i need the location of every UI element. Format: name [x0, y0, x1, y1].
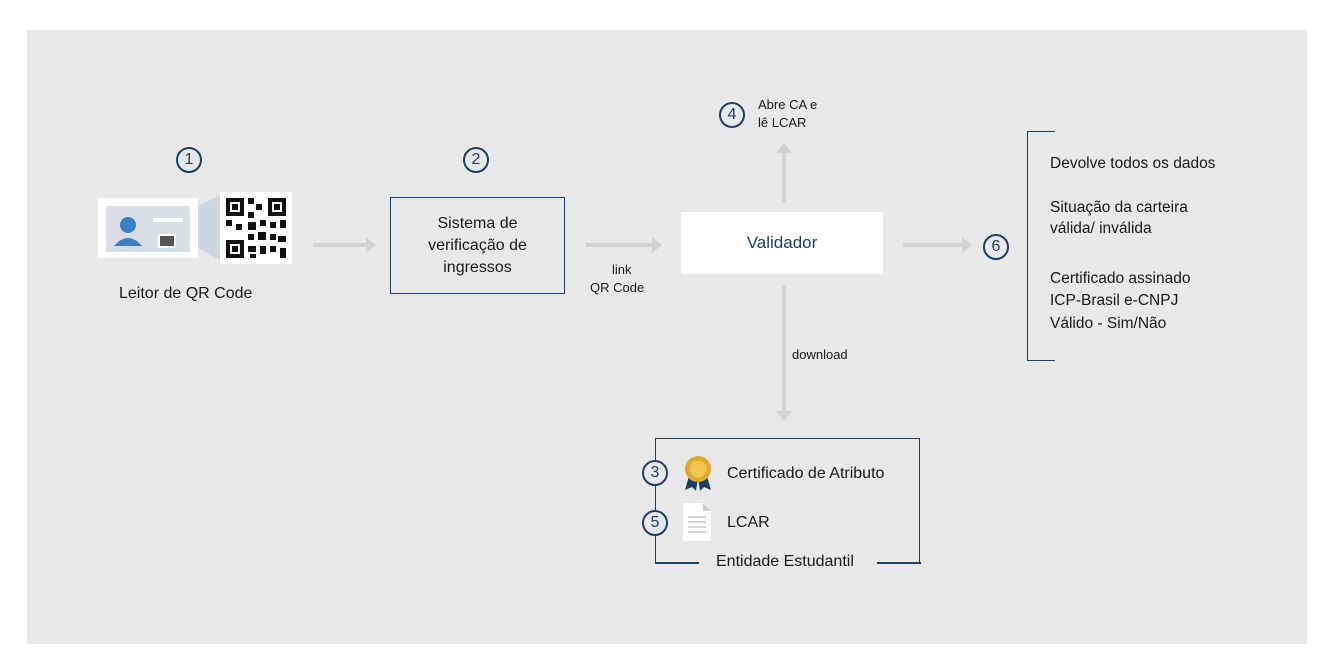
result-line-2: Situação da carteira — [1050, 199, 1188, 216]
qr-reader-illustration — [98, 192, 292, 264]
reader-label: Leitor de QR Code — [119, 285, 253, 302]
link-label-line-1: link — [612, 262, 632, 277]
arrow-validator-to-results — [903, 237, 972, 253]
system-line-1: Sistema de — [437, 214, 518, 232]
result-line-6: Válido - Sim/Não — [1050, 315, 1167, 332]
link-label-line-2: QR Code — [590, 280, 645, 295]
step-3-badge: 3 — [642, 460, 668, 486]
step-4-badge: 4 — [719, 102, 745, 128]
scan-beam — [198, 194, 223, 262]
arrow-validator-down — [776, 285, 792, 421]
entity-border-left — [655, 562, 699, 564]
entity-title: Entidade Estudantil — [716, 553, 854, 570]
step-6-badge: 6 — [983, 234, 1009, 260]
arrow-reader-to-system — [313, 237, 376, 253]
validator-label: Validador — [746, 233, 818, 252]
certificate-medal-icon — [685, 456, 711, 491]
entity-border-right — [877, 562, 921, 564]
student-entity-box — [655, 438, 920, 563]
result-line-5: ICP-Brasil e-CNPJ — [1050, 292, 1179, 309]
download-label: download — [792, 347, 848, 362]
arrow-system-to-validator — [586, 237, 662, 253]
step-5-badge: 5 — [642, 510, 668, 536]
diagram-panel — [27, 30, 1307, 644]
results-bracket — [1027, 131, 1055, 361]
step-1-badge: 1 — [176, 147, 202, 173]
open-ca-line-2: lê LCAR — [758, 115, 807, 130]
result-line-3: válida/ inválida — [1050, 220, 1152, 237]
result-line-1: Devolve todos os dados — [1050, 155, 1216, 172]
open-ca-line-1: Abre CA e — [758, 97, 818, 112]
validator-box: Validador — [681, 212, 883, 274]
step-2-badge: 2 — [463, 147, 489, 173]
lcar-label: LCAR — [727, 514, 770, 531]
system-line-3: ingressos — [443, 258, 512, 276]
cert-label: Certificado de Atributo — [727, 465, 885, 482]
ticket-system-box: Sistema de verificação de ingressos — [390, 197, 565, 294]
document-icon — [683, 503, 711, 541]
system-line-2: verificação de — [428, 236, 527, 254]
arrow-validator-up — [776, 143, 792, 203]
result-line-4: Certificado assinado — [1050, 270, 1191, 287]
person-icon — [120, 217, 136, 233]
